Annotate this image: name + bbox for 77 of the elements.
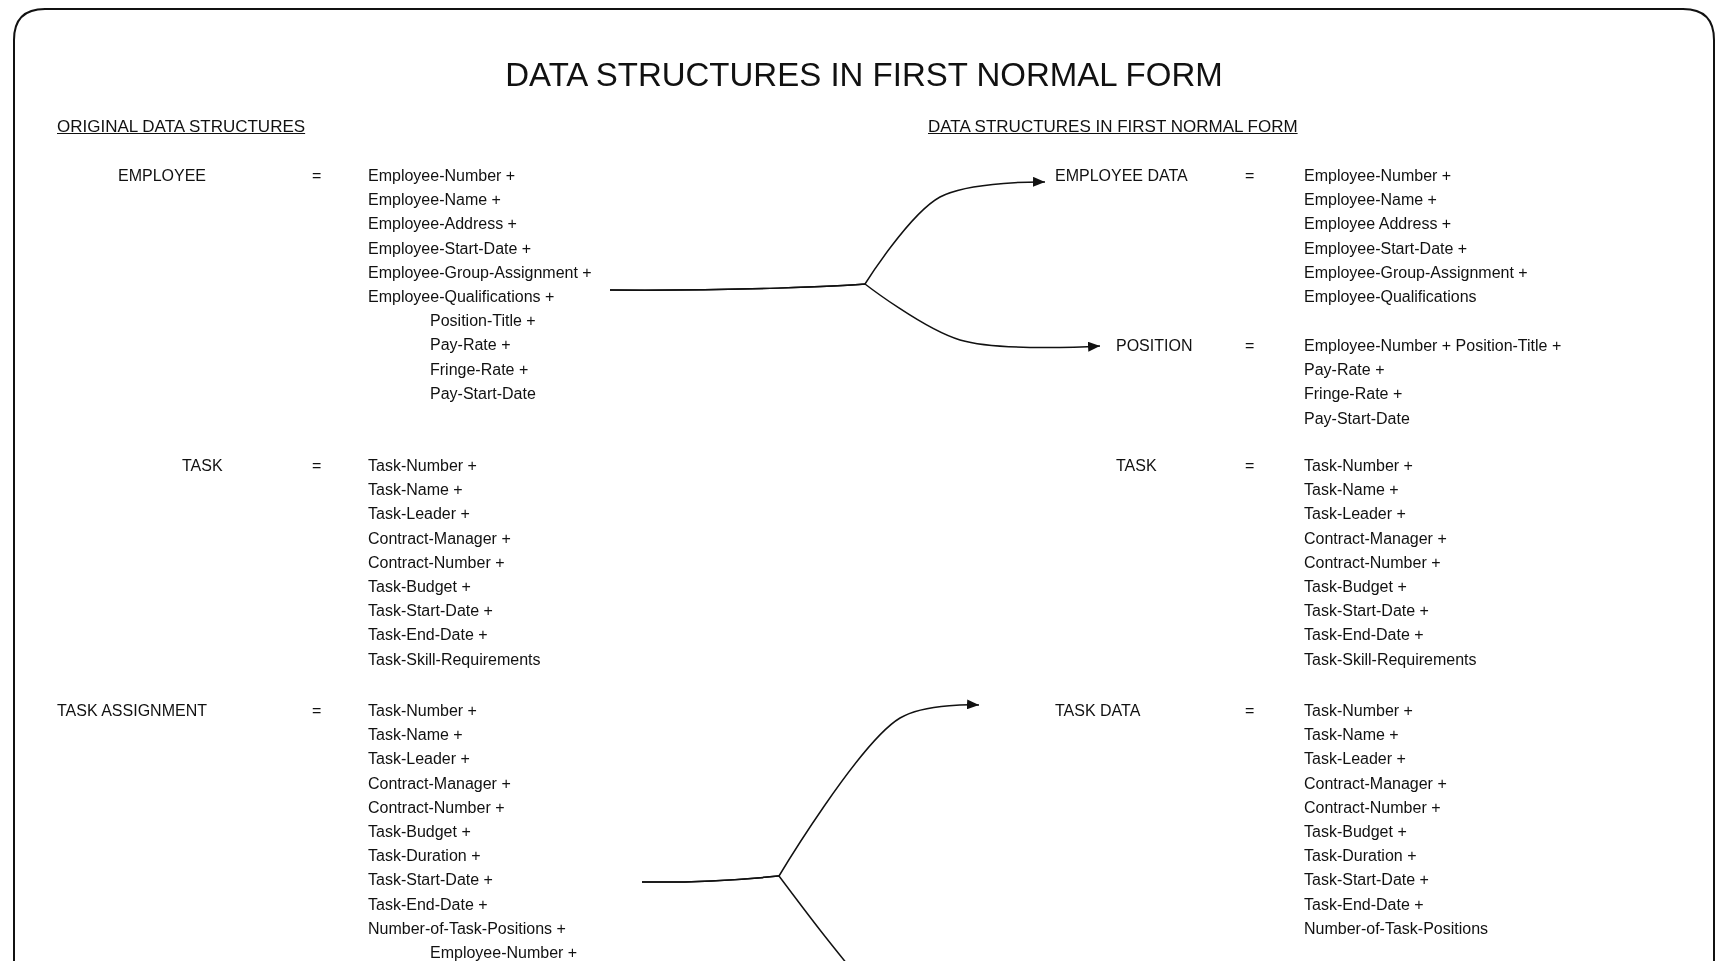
attribute-text: Task-Start-Date + [368, 601, 493, 622]
attribute-text: Task-Number + [1304, 701, 1413, 721]
attribute-text: Task-Leader + [1304, 504, 1406, 525]
attribute-text: Fringe-Rate + [1304, 384, 1403, 405]
attribute-text: Pay-Rate + [1304, 360, 1385, 381]
section-heading: DATA STRUCTURES IN FIRST NORMAL FORM [928, 116, 1298, 138]
arrow [609, 283, 1101, 352]
attribute-text: Contract-Number + [1304, 552, 1441, 573]
attribute-text: Task-Leader + [1304, 749, 1406, 770]
structure-name: EMPLOYEE [118, 166, 207, 186]
attribute-text: Contract-Manager + [368, 773, 511, 794]
attribute-text: Employee-Address + [368, 214, 517, 235]
attribute-text: Employee-Number + Position-Title + [1304, 336, 1562, 356]
structure-name: EMPLOYEE DATA [1055, 166, 1188, 186]
attribute-text: Task-End-Date + [368, 625, 488, 646]
equals-sign: = [1245, 701, 1255, 721]
equals-sign: = [1245, 456, 1255, 476]
attribute-text: Position-Title + [430, 311, 536, 332]
attribute-text: Task-Name + [1304, 480, 1399, 501]
attribute-text: Employee-Number + [430, 943, 578, 961]
structure-name: TASK [182, 456, 223, 476]
attribute-text: Employee-Qualifications [1304, 287, 1477, 307]
equals-sign: = [312, 166, 322, 186]
attribute-text: Employee-Start-Date + [1304, 238, 1468, 259]
attribute-text: Contract-Manager + [1304, 528, 1447, 549]
attribute-text: Task-Duration + [1304, 846, 1417, 867]
attribute-text: Task-Budget + [1304, 577, 1407, 597]
attribute-text: Number-of-Task-Positions [1304, 918, 1489, 939]
attribute-text: Employee Address + [1304, 214, 1452, 235]
attribute-text: Employee-Group-Assignment + [368, 262, 592, 283]
attribute-text: Contract-Manager + [1304, 773, 1447, 794]
structure-name: POSITION [1116, 336, 1193, 356]
attribute-text: Pay-Rate + [430, 335, 511, 356]
attribute-text: Task-Skill-Requirements [368, 649, 541, 670]
attribute-text: Task-Name + [368, 725, 463, 746]
equals-sign: = [1245, 166, 1255, 186]
structure-name: TASK DATA [1055, 701, 1141, 721]
attribute-text: Contract-Number + [368, 552, 505, 573]
attribute-text: Task-End-Date + [368, 894, 488, 915]
attribute-text: Number-of-Task-Positions + [368, 918, 566, 939]
attribute-text: Contract-Manager + [368, 528, 511, 549]
equals-sign: = [1245, 336, 1255, 356]
attribute-text: Task-Duration + [368, 846, 481, 867]
attribute-text: Contract-Number + [1304, 797, 1441, 818]
attribute-text: Fringe-Rate + [430, 359, 529, 380]
attribute-text: Task-Number + [368, 701, 477, 721]
attribute-text: Task-Budget + [1304, 822, 1407, 842]
diagram-title: DATA STRUCTURES IN FIRST NORMAL FORM [504, 55, 1224, 95]
attribute-text: Task-Start-Date + [368, 870, 493, 891]
structure-name: TASK [1116, 456, 1157, 476]
attribute-text: Task-Budget + [368, 822, 471, 842]
attribute-text: Task-Budget + [368, 577, 471, 597]
attribute-text: Task-Name + [1304, 725, 1399, 746]
attribute-text: Task-End-Date + [1304, 625, 1424, 646]
attribute-text: Task-End-Date + [1304, 894, 1424, 915]
attribute-text: Employee-Name + [368, 190, 501, 211]
equals-sign: = [312, 701, 322, 721]
attribute-text: Contract-Number + [368, 797, 505, 818]
structure-name: TASK ASSIGNMENT [57, 701, 207, 721]
attribute-text: Task-Start-Date + [1304, 601, 1429, 622]
attribute-text: Employee-Number + [1304, 166, 1452, 186]
attribute-text: Task-Number + [1304, 456, 1413, 476]
attribute-text: Task-Skill-Requirements [1304, 649, 1477, 670]
attribute-text: Task-Leader + [368, 504, 470, 525]
attribute-text: Employee-Name + [1304, 190, 1437, 211]
section-heading: ORIGINAL DATA STRUCTURES [57, 116, 306, 138]
attribute-text: Employee-Group-Assignment + [1304, 262, 1528, 283]
attribute-text: Employee-Number + [368, 166, 516, 186]
attribute-text: Employee-Start-Date + [368, 238, 532, 259]
attribute-text: Task-Name + [368, 480, 463, 501]
attribute-text: Pay-Start-Date [1304, 408, 1410, 429]
attribute-text: Task-Start-Date + [1304, 870, 1429, 891]
attribute-text: Task-Number + [368, 456, 477, 476]
attribute-text: Employee-Qualifications + [368, 287, 555, 307]
attribute-text: Task-Leader + [368, 749, 470, 770]
attribute-text: Pay-Start-Date [430, 383, 536, 404]
equals-sign: = [312, 456, 322, 476]
